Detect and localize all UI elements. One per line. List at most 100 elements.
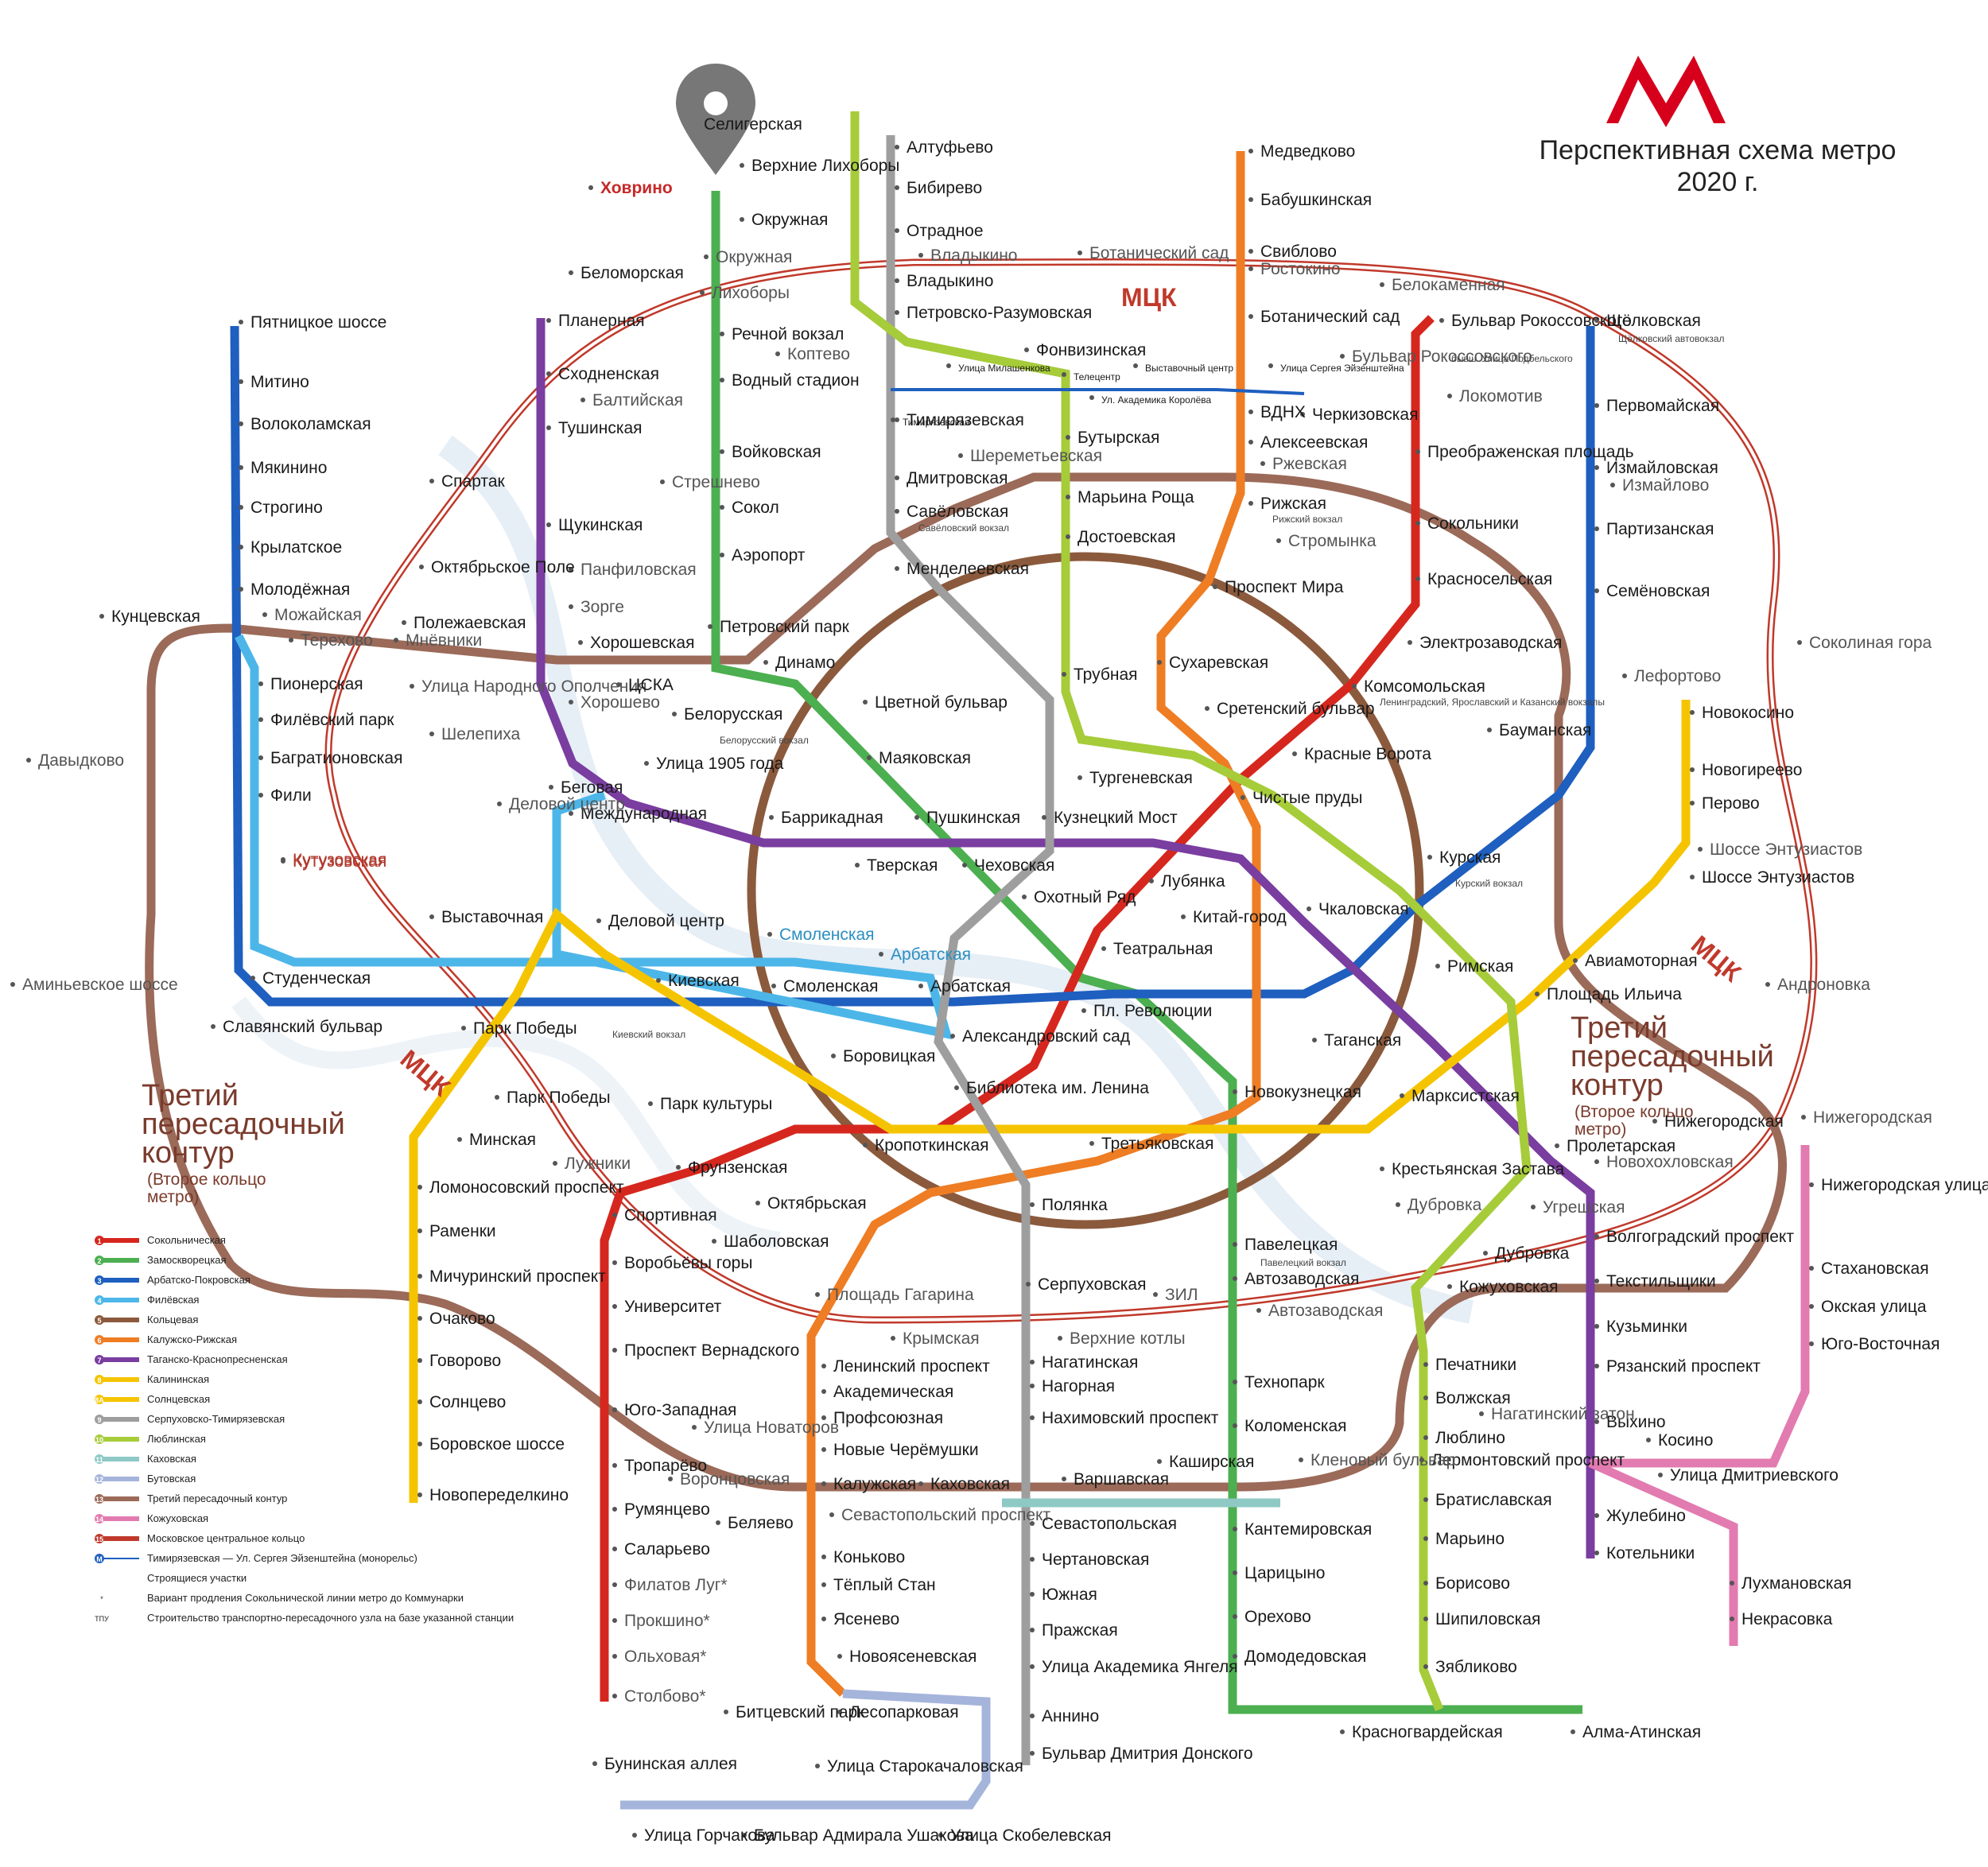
mono-telecentr: Телецентр — [1074, 371, 1120, 382]
station-marker — [1248, 249, 1253, 254]
station-nizhegorodskaya-ulitsa: Нижегородская улица — [1821, 1176, 1988, 1194]
mcc-streshnevo: Стрешнево — [672, 473, 760, 491]
station-semyonovskaya: Семёновская — [1606, 582, 1710, 600]
station-marker — [1396, 1202, 1400, 1207]
station-petrovsko-razumovskaya: Петровско-Разумовская — [907, 304, 1092, 322]
station-sviblovo: Свиблово — [1260, 243, 1337, 261]
mcc-likhobory: Лихоборы — [712, 284, 790, 302]
legend-badge — [95, 1434, 104, 1444]
station-marker — [546, 318, 551, 323]
station-novogireevo: Новогиреево — [1702, 761, 1802, 779]
station-marker — [1594, 588, 1599, 593]
station-marker — [1089, 1141, 1094, 1146]
station-marker — [742, 1833, 747, 1838]
map-year: 2020 г. — [1677, 167, 1759, 197]
station-marker — [419, 565, 424, 569]
station-pechatniki: Печатники — [1435, 1356, 1516, 1374]
station-marker — [1400, 1093, 1404, 1098]
station-marker — [250, 976, 255, 980]
legend-label: Калужско-Рижская — [147, 1333, 237, 1345]
station-filatov-lug: Филатов Луг* — [624, 1576, 728, 1594]
station-marker — [1030, 1384, 1035, 1388]
note-belorussky: Белорусский вокзал — [720, 735, 809, 746]
station-marker — [1276, 538, 1281, 543]
station-marker — [1030, 1202, 1035, 1207]
station-marker — [918, 253, 923, 258]
station-nagatinskaya: Нагатинская — [1042, 1353, 1138, 1372]
station-marker — [1233, 1380, 1237, 1384]
station-marker — [1030, 1557, 1035, 1562]
station-marker — [1571, 1729, 1575, 1734]
station-marker — [1157, 660, 1162, 665]
mcc-belokamennaya: Белокаменная — [1392, 276, 1505, 294]
station-marker — [1312, 1038, 1317, 1042]
station-marker — [676, 1165, 681, 1170]
station-babushkinskaya: Бабушкинская — [1260, 191, 1372, 209]
station-marker — [1030, 1415, 1035, 1420]
station-marker — [1380, 1166, 1384, 1171]
station-partizanskaya: Партизанская — [1606, 520, 1714, 538]
station-marker — [867, 755, 872, 760]
station-marker — [1423, 1536, 1428, 1541]
contour-label-left: Третий пересадочный контур (Второе кольц… — [142, 1079, 345, 1206]
mcc-kutuzovskaya: Кутузовская — [293, 851, 386, 869]
station-varshavskaya: Варшавская — [1074, 1470, 1169, 1489]
station-marker — [1809, 1341, 1814, 1346]
legend-number: 8 — [97, 1376, 101, 1384]
station-shabolovskaya: Шаболовская — [724, 1232, 829, 1251]
station-shosse-entuziastov: Шоссе Энтузиастов — [1702, 868, 1854, 887]
station-marker — [855, 863, 860, 868]
note-komsomolskaya: Ленинградский, Ярославский и Казанский в… — [1380, 697, 1605, 708]
station-labels: Ховрино Селигерская Беломорская Речной в… — [22, 115, 1988, 1845]
svg-text:контур: контур — [142, 1136, 235, 1170]
legend-number: 11 — [95, 1456, 103, 1464]
station-sheremetyevskaya: Шереметьевская — [970, 447, 1102, 465]
station-marker — [672, 712, 677, 716]
station-perovo: Перово — [1702, 794, 1760, 813]
mcc-baltiyskaya: Балтийская — [592, 391, 683, 409]
station-alma-atinskaya: Алма-Атинская — [1582, 1723, 1701, 1741]
mcc-novokhokhlovskaya: Новохохловская — [1606, 1153, 1734, 1171]
station-borovitskaya: Боровицкая — [843, 1047, 935, 1065]
mcc-zorge: Зорге — [580, 598, 624, 616]
station-arbatskaya-3: Арбатская — [930, 977, 1011, 996]
legend-label: Солнцевская — [147, 1393, 210, 1405]
station-akademika-yangelya: Улица Академика Янгеля — [1042, 1658, 1238, 1676]
station-marker — [1248, 149, 1253, 153]
station-buninskaya: Бунинская аллея — [604, 1755, 737, 1773]
line-2 — [711, 191, 1582, 1714]
station-marker — [895, 566, 899, 571]
station-marker — [1594, 1364, 1599, 1368]
station-mezhdunarodnaya: Международная — [580, 805, 707, 823]
station-marker — [1690, 801, 1695, 805]
legend-label: Арбатско-Покровская — [147, 1274, 250, 1286]
station-nakhimovsky: Нахимовский проспект — [1042, 1409, 1219, 1427]
station-volzhskaya: Волжская — [1435, 1389, 1511, 1407]
station-marker — [767, 932, 772, 937]
station-marker — [1248, 501, 1253, 506]
station-marksistskaya: Марксистская — [1411, 1087, 1520, 1105]
station-oktyabrskoe-pole: Октябрьское Поле — [431, 558, 575, 576]
station-sokol: Сокол — [732, 499, 779, 517]
station-marker — [1419, 1458, 1424, 1462]
station-kotelniki: Котельники — [1606, 1544, 1695, 1562]
station-marker — [612, 1260, 617, 1265]
svg-text:пересадочный: пересадочный — [142, 1108, 345, 1141]
legend-badge — [95, 1395, 104, 1404]
mcc-delovoy: Деловой центр — [509, 795, 625, 813]
mcc-dubrovka: Дубровка — [1408, 1196, 1482, 1214]
station-belyaevo: Беляево — [728, 1514, 794, 1532]
legend-label: Серпуховско-Тимирязевская — [147, 1413, 285, 1425]
line-7 — [536, 318, 1595, 1558]
station-marker — [821, 1447, 826, 1452]
station-marker — [578, 640, 583, 645]
mcc-botanichesky: Ботанический сад — [1089, 244, 1229, 262]
station-marker — [740, 163, 744, 168]
station-dubrovka: Дубровка — [1495, 1244, 1570, 1263]
station-dmitrovskaya: Дмитровская — [907, 469, 1008, 487]
line-1 — [600, 315, 1435, 1702]
station-aeroport: Аэропорт — [732, 546, 806, 565]
station-troparyovo: Тропарёво — [624, 1457, 707, 1475]
station-marker — [580, 398, 585, 402]
station-krylatskoe: Крылатское — [250, 538, 342, 557]
